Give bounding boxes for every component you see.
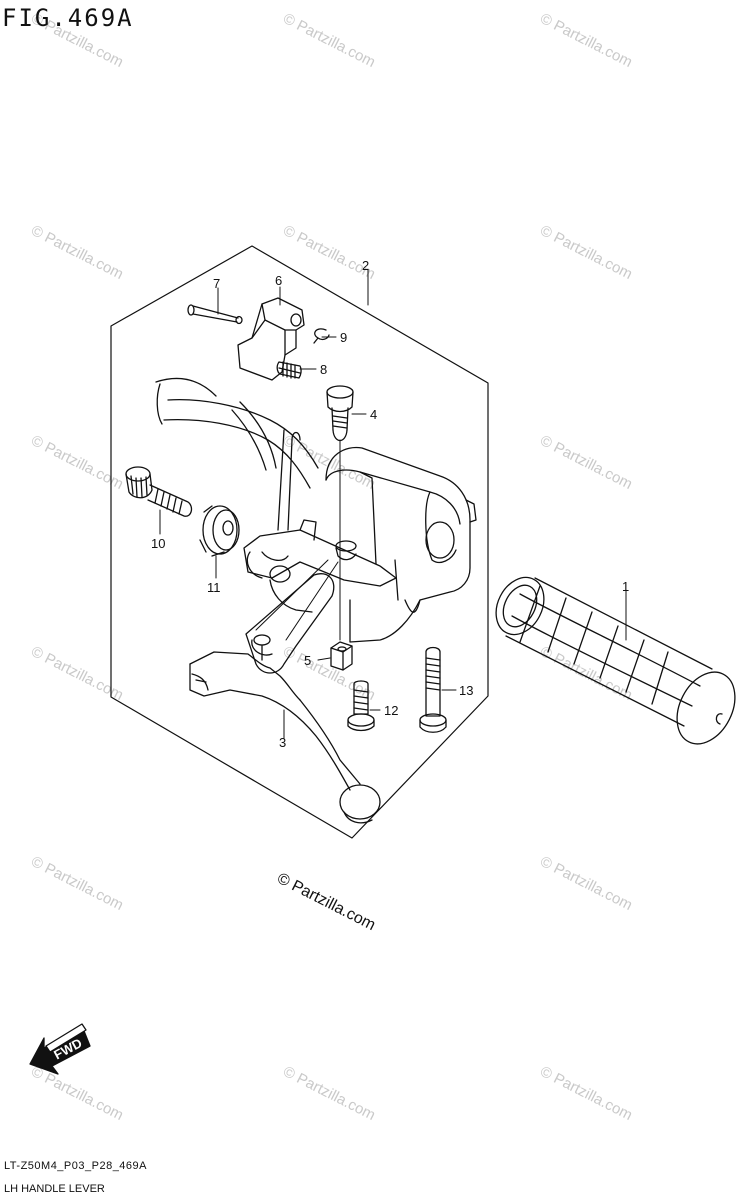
pivot-bolt-part <box>326 385 354 442</box>
assembly-outline <box>110 245 489 839</box>
spring-part <box>276 361 302 379</box>
callout-11: 11 <box>207 580 221 595</box>
leader-lines <box>159 269 627 739</box>
nut-part <box>330 641 353 671</box>
callout-7: 7 <box>213 276 220 291</box>
pin-part <box>187 304 243 325</box>
clip-part <box>313 328 330 344</box>
callout-6: 6 <box>275 273 282 288</box>
lever-bracket-part <box>243 446 477 643</box>
fwd-arrow <box>29 1023 91 1075</box>
callout-2: 2 <box>362 258 369 273</box>
callout-1: 1 <box>622 579 629 594</box>
diagram-name: LH HANDLE LEVER <box>4 1183 105 1195</box>
callout-5: 5 <box>304 653 311 668</box>
callout-8: 8 <box>320 362 327 377</box>
figure-title: FIG.469A <box>2 4 134 32</box>
long-bolt-part <box>419 646 447 733</box>
holder-block-part <box>237 297 305 381</box>
lever-part <box>189 573 381 824</box>
lock-nut-part <box>199 505 240 557</box>
callout-labels: 1 2 3 4 5 6 7 8 9 10 11 12 13 FWD <box>51 258 629 1062</box>
callout-4: 4 <box>370 407 377 422</box>
callout-10: 10 <box>151 536 165 551</box>
callout-12: 12 <box>384 703 398 718</box>
callout-13: 13 <box>459 683 473 698</box>
diagram-code: LT-Z50M4_P03_P28_469A <box>4 1160 147 1172</box>
callout-3: 3 <box>279 735 286 750</box>
grip-part <box>495 576 736 745</box>
handlebar-cable <box>155 377 319 531</box>
short-screw-part <box>347 680 375 732</box>
callout-9: 9 <box>340 330 347 345</box>
adjuster-bolt-part <box>125 466 193 517</box>
